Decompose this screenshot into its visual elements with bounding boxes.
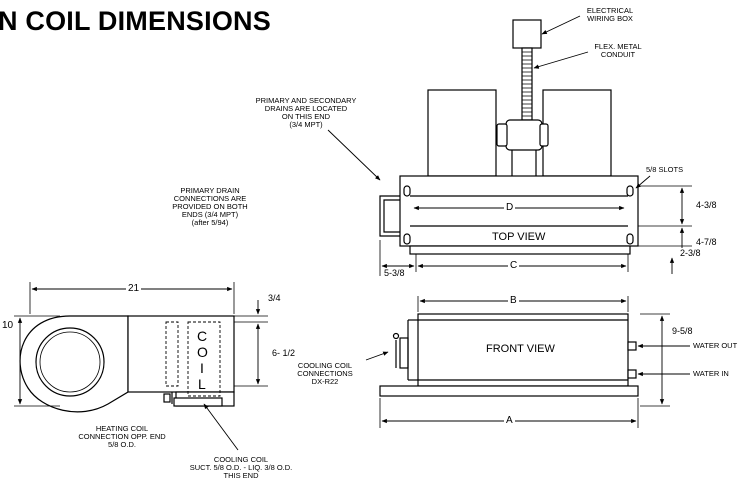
leader-slots <box>635 175 651 189</box>
water-in-pipe <box>627 369 637 379</box>
blower-housing-left <box>427 89 497 177</box>
dim-538-label: 5-3/8 <box>382 268 407 278</box>
top-view-cabinet <box>399 175 639 247</box>
slot-top-right <box>626 185 634 197</box>
drain-fitting <box>379 195 400 237</box>
blower-wheel <box>35 327 105 397</box>
dim-c-label: C <box>508 260 520 271</box>
heating-coil-label: HEATING COIL CONNECTION OPP. END 5/8 O.D… <box>78 424 166 449</box>
drains-end-label: PRIMARY AND SECONDARY DRAINS ARE LOCATED… <box>255 96 357 129</box>
dim-b-label: B <box>508 295 519 306</box>
leader-cooling-coil <box>203 403 239 451</box>
cooling-connections-label: COOLING COIL CONNECTIONS DX-R22 <box>297 361 353 386</box>
cooling-coil-label: COOLING COIL SUCT. 5/8 O.D. - LIQ. 3/8 O… <box>189 455 293 480</box>
dim-478-label: 4-7/8 <box>694 237 719 247</box>
slot-top-left <box>403 185 411 197</box>
leader-conduit <box>533 51 589 69</box>
coil-letter-c: C <box>197 328 208 344</box>
dim-438-label: 4-3/8 <box>694 200 719 210</box>
conduit-ribs <box>522 51 532 117</box>
front-view-cabinet <box>417 313 629 387</box>
wiring-box-label: ELECTRICAL WIRING BOX <box>586 6 634 23</box>
water-out-label: WATER OUT <box>693 341 738 350</box>
dim-238-label: 2-3/8 <box>678 248 703 258</box>
dim-958-label: 9-5/8 <box>670 326 695 336</box>
slots-label: 5/8 SLOTS <box>646 165 684 174</box>
front-view-title: FRONT VIEW <box>486 343 555 355</box>
cooling-connection-flange <box>399 337 409 369</box>
motor <box>505 119 543 151</box>
coil-letter-i: I <box>200 360 204 376</box>
water-in-label: WATER IN <box>693 369 729 378</box>
dim-10-label: 10 <box>0 320 16 331</box>
slot-bottom-right <box>626 233 634 245</box>
leader-wiring-box <box>541 15 581 35</box>
dim-d-label: D <box>504 202 516 213</box>
conduit-label: FLEX. METAL CONDUIT <box>594 42 642 59</box>
cooling-coil-outline <box>187 321 221 397</box>
page-title: N COIL DIMENSIONS <box>0 6 271 36</box>
wiring-box <box>512 19 542 49</box>
leader-cooling-connections <box>365 351 389 361</box>
side-view <box>14 282 268 451</box>
coil-letter-l: L <box>198 376 206 392</box>
side-view-housing <box>127 315 235 393</box>
front-view <box>365 296 690 428</box>
dim-21-label: 21 <box>126 283 142 294</box>
coil-letter-o: O <box>197 344 208 360</box>
leader-drains-end <box>327 129 381 181</box>
water-out-pipe <box>627 341 637 351</box>
dim-612-label: 6- 1/2 <box>270 348 298 358</box>
blower-housing-right <box>542 89 612 177</box>
heating-coil-connection <box>163 393 171 403</box>
top-view <box>327 15 692 276</box>
slot-bottom-left <box>403 233 411 245</box>
drain-connections-label: PRIMARY DRAIN CONNECTIONS ARE PROVIDED O… <box>172 186 248 227</box>
heating-coil-outline <box>165 321 179 387</box>
dim-a-label: A <box>504 415 515 426</box>
top-view-title: TOP VIEW <box>492 231 546 243</box>
dim-34-label: 3/4 <box>266 293 283 303</box>
